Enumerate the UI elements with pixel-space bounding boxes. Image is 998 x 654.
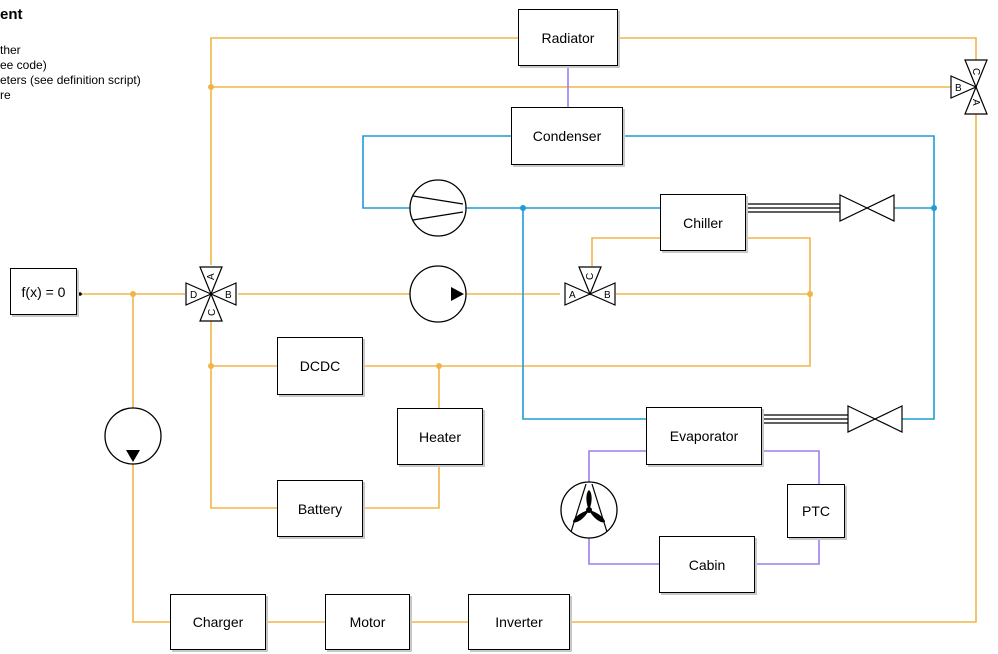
expansion-valve-icon-lower[interactable] bbox=[847, 405, 903, 433]
port-label: B bbox=[225, 290, 232, 301]
port-label: C bbox=[585, 273, 596, 280]
dcdc-block[interactable]: DCDC bbox=[277, 337, 363, 395]
notes-line-3: eters (see definition script) bbox=[0, 73, 141, 87]
cabin-block[interactable]: Cabin bbox=[659, 536, 755, 593]
notes-line-4: re bbox=[0, 88, 11, 102]
port-label: A bbox=[569, 290, 576, 301]
coolant-lines bbox=[77, 37, 977, 623]
port-label: A bbox=[206, 273, 217, 280]
notes-line-1: ther bbox=[0, 43, 21, 57]
junction-dots bbox=[130, 84, 813, 369]
condenser-block[interactable]: Condenser bbox=[511, 107, 623, 165]
port-label: C bbox=[207, 309, 218, 316]
air-lines bbox=[567, 66, 820, 565]
expansion-valve-icon[interactable] bbox=[839, 194, 895, 222]
three-way-valve-icon-mid[interactable]: C A B bbox=[564, 266, 616, 306]
charger-block[interactable]: Charger bbox=[170, 594, 266, 650]
radiator-block[interactable]: Radiator bbox=[518, 9, 618, 66]
evaporator-block[interactable]: Evaporator bbox=[646, 407, 762, 465]
pump-icon-left[interactable] bbox=[104, 407, 162, 465]
motor-block[interactable]: Motor bbox=[325, 594, 410, 650]
port-label: C bbox=[970, 68, 981, 75]
battery-block[interactable]: Battery bbox=[277, 480, 363, 537]
expansion-connectors bbox=[746, 203, 848, 424]
refrigerant-junction-dots bbox=[520, 205, 937, 211]
fan-icon[interactable] bbox=[560, 481, 618, 539]
pump-icon[interactable] bbox=[409, 265, 467, 323]
model-notes: ent ther ee code) eters (see definition … bbox=[0, 0, 141, 103]
three-way-valve-icon-right[interactable]: C A B bbox=[950, 59, 988, 115]
fx-block[interactable]: f(x) = 0 bbox=[10, 268, 77, 315]
notes-line-2: ee code) bbox=[0, 58, 47, 72]
ptc-block[interactable]: PTC bbox=[787, 484, 845, 538]
compressor-icon[interactable] bbox=[409, 179, 467, 237]
port-label: B bbox=[604, 290, 611, 301]
inverter-block[interactable]: Inverter bbox=[468, 594, 570, 650]
four-way-valve-icon[interactable]: A C D B bbox=[185, 266, 237, 322]
port-label: D bbox=[190, 290, 197, 301]
chiller-block[interactable]: Chiller bbox=[660, 194, 746, 251]
refrigerant-lines bbox=[362, 135, 935, 420]
fx-port bbox=[78, 292, 82, 296]
notes-title: ent bbox=[0, 6, 23, 23]
port-label: A bbox=[970, 99, 981, 106]
port-label: B bbox=[955, 83, 962, 94]
heater-block[interactable]: Heater bbox=[397, 408, 483, 465]
